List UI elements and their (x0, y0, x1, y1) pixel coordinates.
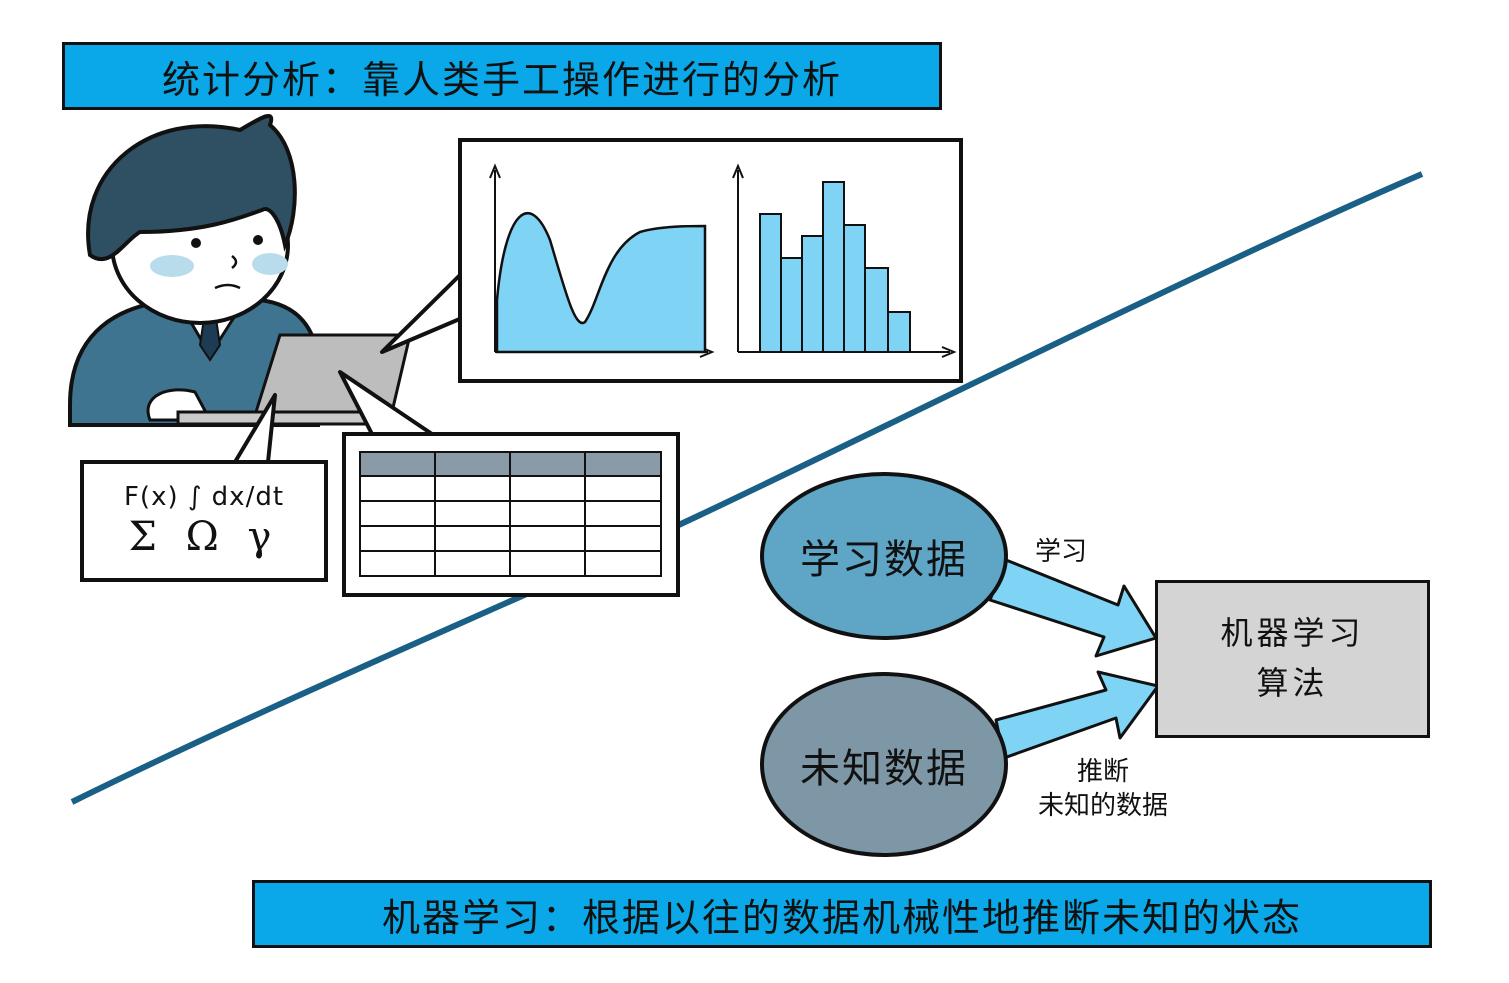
machine-learning-banner: 机器学习：根据以往的数据机械性地推断未知的状态 (252, 880, 1432, 948)
formula-bubble: F(x) ∫ dx/dt Σ Ω γ (80, 460, 328, 582)
statistics-banner-text: 统计分析：靠人类手工操作进行的分析 (161, 57, 842, 102)
formula-line-calculus: F(x) ∫ dx/dt (123, 482, 285, 512)
infer-label-line1: 推断 (1076, 757, 1129, 787)
arrow-icon (988, 558, 1158, 658)
learning-data-node: 学习数据 (760, 472, 1008, 640)
algorithm-label-line1: 机器学习 (1220, 614, 1365, 653)
algorithm-label-line2: 算法 (1256, 664, 1329, 702)
learning-data-label: 学习数据 (800, 537, 968, 583)
infer-arrow-label: 推断 未知的数据 (1018, 756, 1188, 824)
learn-arrow-label: 学习 (1035, 537, 1088, 567)
histogram-icon (732, 163, 957, 358)
arrow-icon (994, 670, 1160, 760)
unknown-data-label: 未知数据 (800, 745, 968, 792)
statistics-banner: 统计分析：靠人类手工操作进行的分析 (62, 42, 942, 110)
area-chart-icon (489, 163, 715, 358)
machine-learning-banner-text: 机器学习：根据以往的数据机械性地推断未知的状态 (381, 895, 1302, 940)
infer-label-line2: 未知的数据 (1037, 790, 1168, 821)
unknown-data-node: 未知数据 (760, 672, 1008, 857)
ml-algorithm-box: 机器学习 算法 (1155, 580, 1430, 738)
formula-line-symbols: Σ Ω γ (128, 514, 280, 560)
